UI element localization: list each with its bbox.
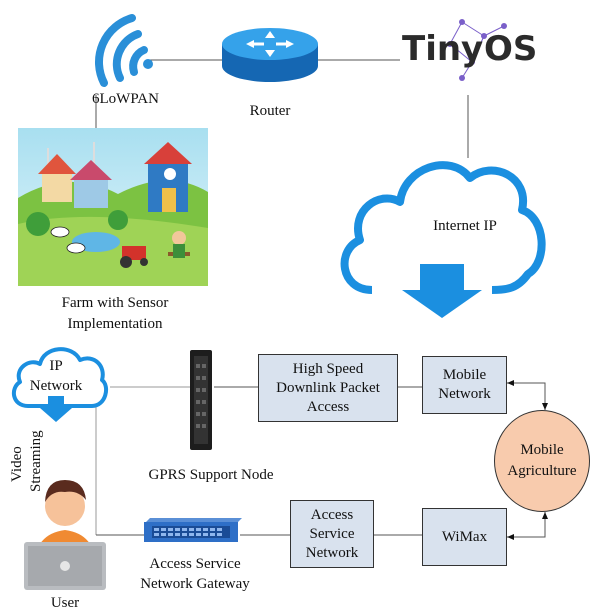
ip-network-label: IP Network (29, 358, 83, 394)
hsdpa-box: High Speed Downlink Packet Access (258, 354, 398, 422)
router-icon (222, 28, 318, 82)
ip-network-cloud-icon (11, 347, 109, 422)
wimax-label: WiMax (441, 528, 488, 545)
internet-cloud-icon (340, 161, 546, 318)
mobile-agriculture-label: Mobile Agriculture (507, 442, 577, 479)
wire-mobilenet-agri (507, 382, 546, 410)
gprs-support-node-label: GPRS Support Node (148, 467, 274, 483)
access-service-network-gateway-label: Access Service Network Gateway (140, 556, 250, 592)
network-switch-icon (144, 518, 242, 542)
svg-text:OS: OS (484, 29, 537, 69)
arrowhead-mobilenet (507, 380, 514, 386)
tinyos-logo-text: Tiny (402, 29, 483, 69)
user-label: User (50, 595, 80, 611)
router-label: Router (249, 103, 291, 119)
arrowhead-wimax (507, 534, 514, 540)
mobile-network-box: Mobile Network (422, 356, 507, 414)
user-icon (24, 480, 106, 590)
arrowhead-agri-top (542, 403, 548, 410)
internet-ip-label: Internet IP (433, 218, 497, 234)
arrowhead-agri-bottom (542, 512, 548, 519)
access-service-network-label: Access Service Network (305, 506, 359, 561)
wire-wimax-agri (507, 512, 546, 538)
mobile-agriculture-node: Mobile Agriculture (494, 410, 590, 512)
tinyos-logo: Tiny OS (402, 19, 537, 81)
sixlowpan-label: 6LoWPAN (92, 91, 159, 107)
mobile-network-label: Mobile Network (438, 367, 491, 402)
access-service-network-box: Access Service Network (290, 500, 374, 568)
gprs-support-node-icon (190, 350, 212, 450)
hsdpa-label: High Speed Downlink Packet Access (276, 360, 380, 415)
farm-illustration (18, 128, 208, 286)
wifi-icon (94, 14, 153, 87)
wimax-box: WiMax (422, 508, 507, 566)
farm-label: Farm with Sensor Implementation (61, 295, 169, 332)
